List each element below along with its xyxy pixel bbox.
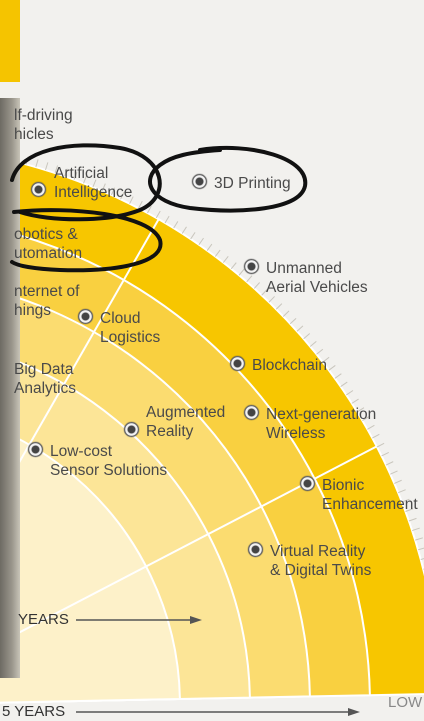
edge-tick bbox=[334, 373, 342, 379]
arrow-upper-head bbox=[190, 616, 202, 624]
edge-tick bbox=[214, 249, 221, 257]
marker-3d-printing bbox=[192, 174, 207, 189]
edge-tick bbox=[238, 268, 245, 276]
arrow-lower-head bbox=[348, 708, 360, 716]
impact-low-label: LOW bbox=[388, 694, 423, 711]
edge-tick bbox=[328, 365, 336, 371]
edge-tick bbox=[35, 159, 39, 168]
edge-tick bbox=[381, 451, 389, 457]
marker-low-cost-sensor-solutions bbox=[28, 442, 43, 457]
edge-tick bbox=[45, 162, 49, 171]
annotation-circle-3d-printing bbox=[148, 145, 308, 213]
background-photo-strip bbox=[0, 98, 20, 678]
marker-cloud-logistics bbox=[78, 309, 93, 324]
annotation-circle-ai bbox=[10, 143, 162, 222]
marker-bionic-enhancement bbox=[300, 476, 315, 491]
edge-tick bbox=[362, 416, 370, 421]
edge-tick bbox=[206, 243, 213, 251]
edge-tick bbox=[398, 489, 406, 494]
edge-tick bbox=[303, 333, 311, 340]
yellow-header-corner bbox=[0, 0, 20, 82]
edge-tick bbox=[385, 461, 394, 466]
edge-tick bbox=[54, 165, 59, 174]
band-inner bbox=[0, 428, 181, 704]
edge-tick bbox=[309, 340, 317, 347]
edge-tick bbox=[138, 200, 143, 209]
edge-tick bbox=[282, 310, 290, 317]
edge-tick bbox=[190, 232, 196, 240]
edge-tick bbox=[411, 527, 420, 532]
edge-tick bbox=[268, 296, 275, 303]
annotation-circle-robotics bbox=[10, 208, 163, 273]
edge-tick bbox=[155, 210, 161, 219]
edge-tick bbox=[394, 479, 402, 484]
edge-tick bbox=[316, 348, 324, 355]
edge-tick bbox=[401, 498, 410, 503]
edge-tick bbox=[296, 325, 304, 332]
edge-tick bbox=[261, 289, 268, 296]
divider-ray-2 bbox=[0, 445, 378, 644]
edge-tick bbox=[420, 558, 424, 561]
edge-tick bbox=[405, 508, 414, 512]
label-3d-printing: 3D Printing bbox=[214, 175, 291, 192]
edge-tick bbox=[230, 262, 237, 270]
edge-tick bbox=[246, 275, 253, 283]
marker-augmented-reality bbox=[124, 422, 139, 437]
edge-tick bbox=[173, 221, 179, 229]
marker-unmanned-aerial-vehicles bbox=[244, 259, 259, 274]
edge-tick bbox=[351, 398, 359, 404]
edge-tick bbox=[340, 381, 348, 387]
edge-tick bbox=[164, 215, 170, 224]
edge-tick bbox=[253, 282, 260, 289]
edge-tick bbox=[367, 424, 375, 430]
edge-tick bbox=[415, 537, 423, 541]
edge-tick bbox=[417, 547, 424, 551]
timeline-years-upper: YEARS bbox=[18, 611, 69, 628]
edge-tick bbox=[101, 183, 106, 192]
edge-tick bbox=[376, 442, 385, 448]
marker-next-generation-wireless bbox=[244, 405, 259, 420]
edge-tick bbox=[356, 407, 365, 413]
marker-artificial-intelligence bbox=[31, 182, 46, 197]
edge-tick bbox=[346, 390, 354, 396]
edge-tick bbox=[147, 205, 152, 214]
edge-tick bbox=[110, 187, 116, 196]
edge-tick bbox=[181, 226, 187, 234]
label-blockchain: Blockchain bbox=[252, 357, 327, 374]
edge-tick bbox=[73, 172, 78, 180]
edge-tick bbox=[408, 517, 417, 522]
edge-tick bbox=[322, 356, 330, 363]
label-robotics-automation: obotics &utomation bbox=[14, 226, 83, 262]
edge-tick bbox=[129, 196, 134, 204]
edge-tick bbox=[390, 470, 398, 475]
edge-tick bbox=[372, 433, 380, 439]
edge-tick bbox=[289, 317, 297, 325]
timeline-years-lower: 5 YEARS bbox=[2, 703, 66, 720]
edge-tick bbox=[83, 175, 87, 184]
edge-tick bbox=[92, 179, 97, 188]
edge-tick bbox=[222, 255, 229, 263]
edge-tick bbox=[275, 303, 283, 310]
marker-virtual-reality-digital-twins bbox=[248, 542, 263, 557]
marker-blockchain bbox=[230, 356, 245, 371]
label-virtual-reality-digital-twins: Virtual Reality& Digital Twins bbox=[270, 543, 372, 579]
edge-tick bbox=[64, 168, 68, 177]
edge-tick bbox=[198, 237, 204, 246]
edge-tick bbox=[120, 191, 125, 200]
